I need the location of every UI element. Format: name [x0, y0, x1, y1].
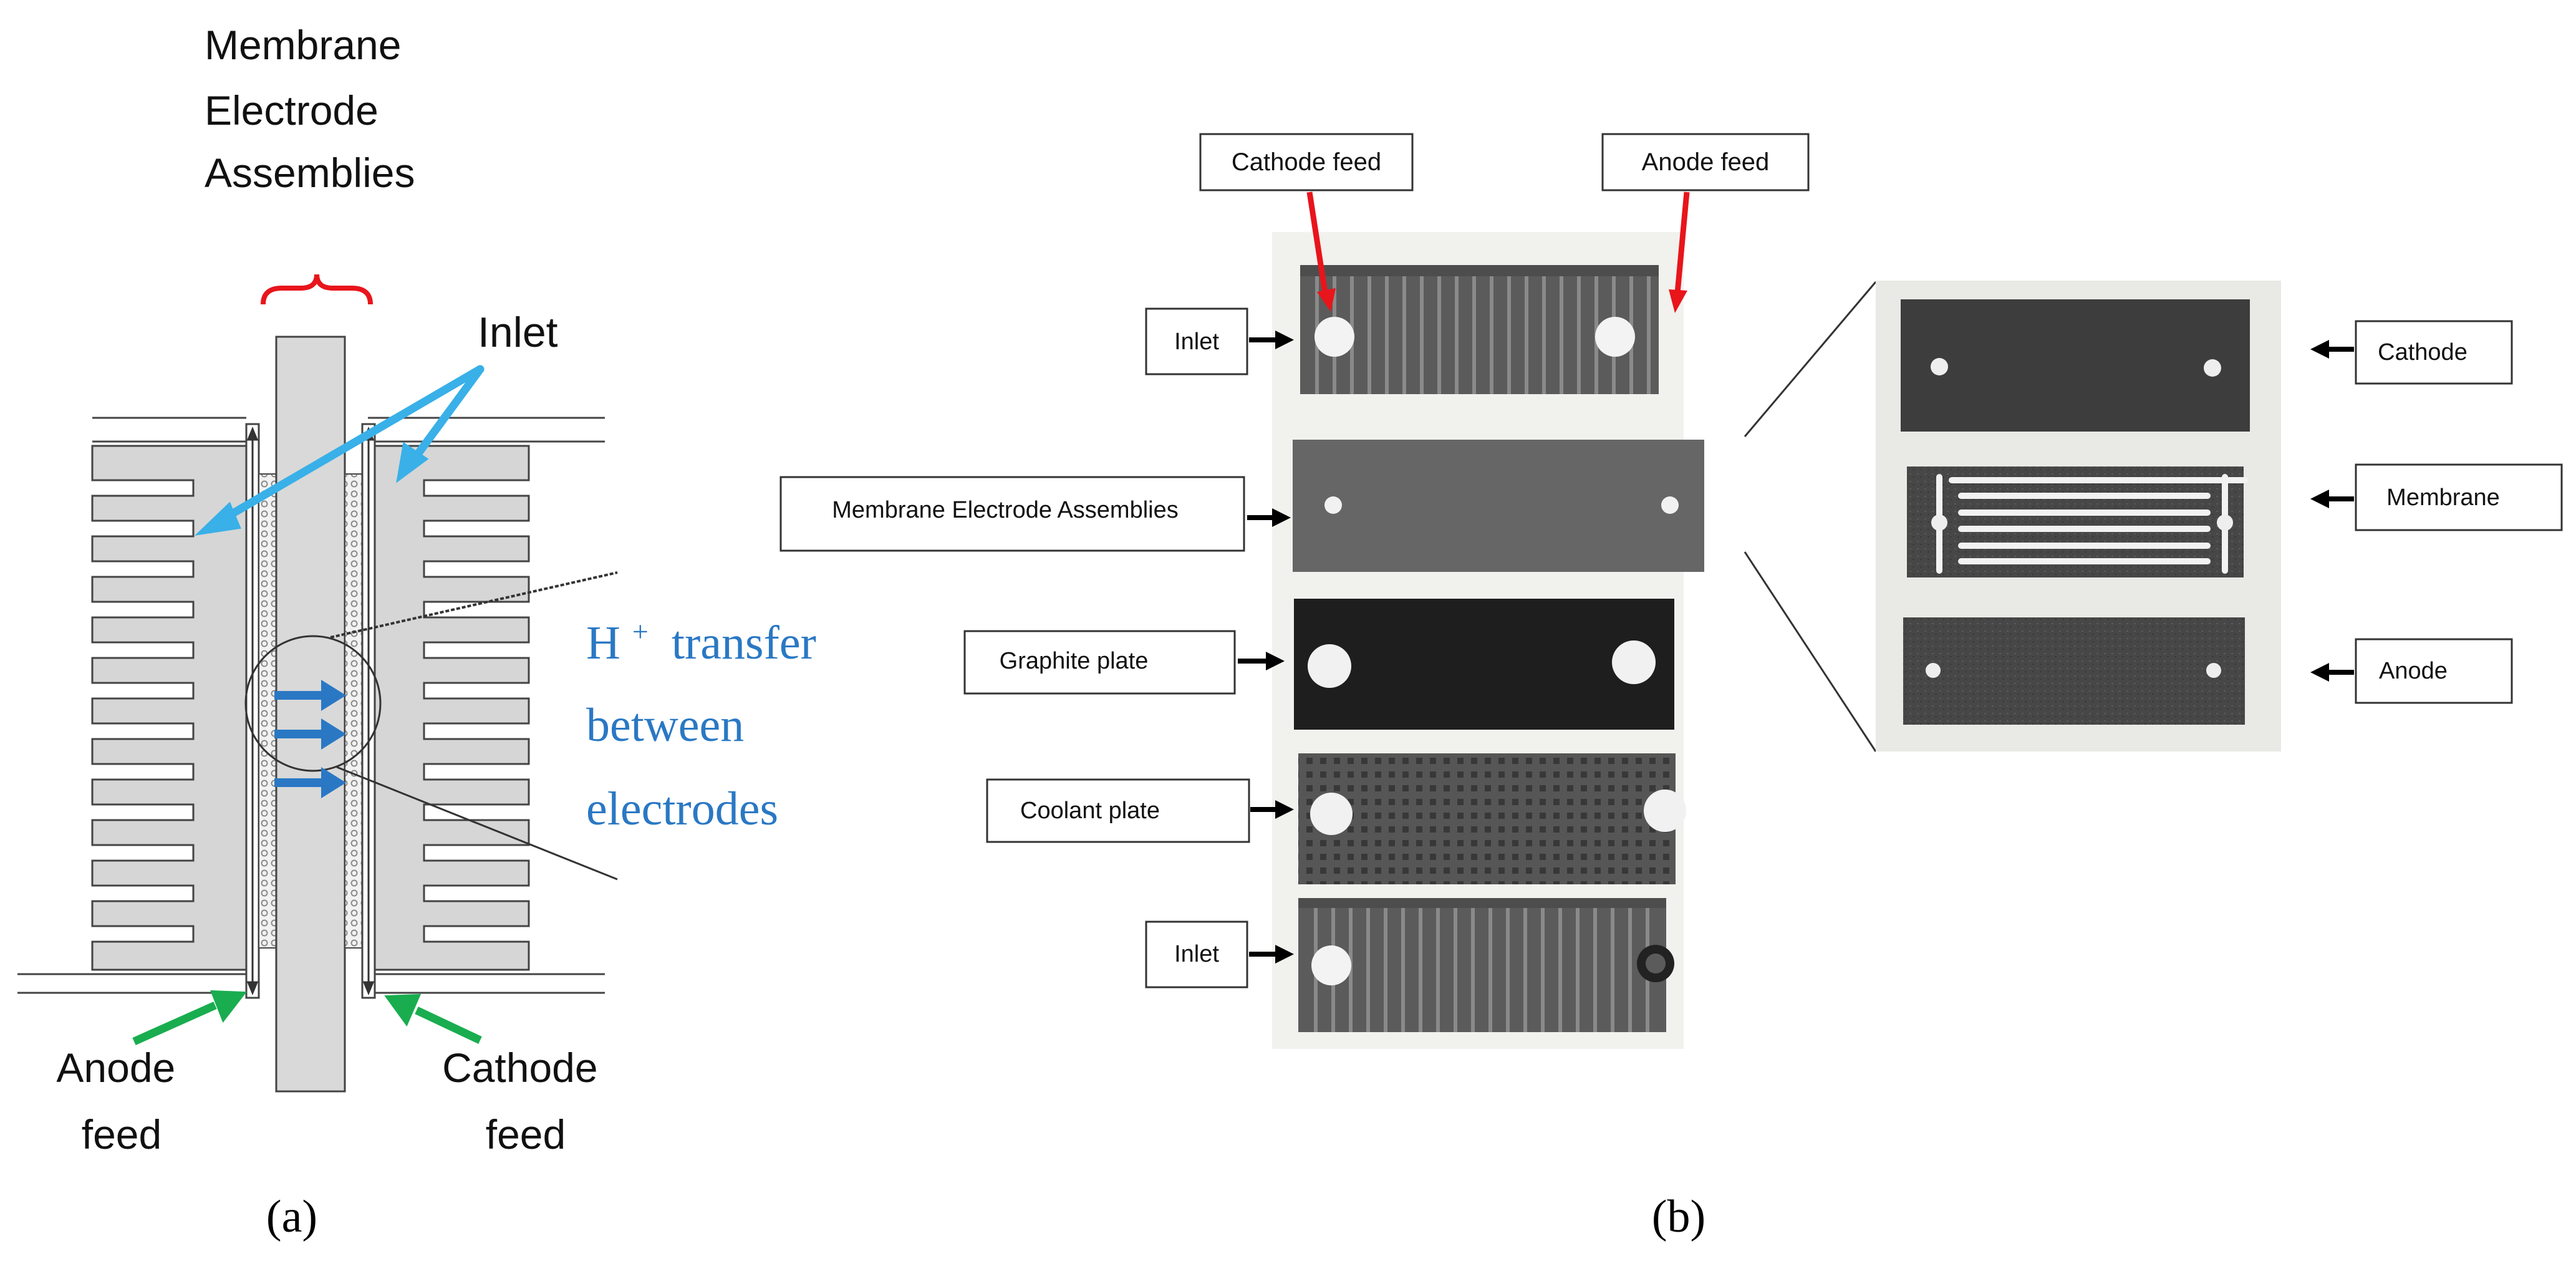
expand-line-upper: [1744, 281, 1877, 437]
anode-flow-plate: [91, 445, 248, 971]
stack-label-graphite: Graphite plate: [1000, 648, 1149, 674]
panel-a: Membrane Electrode Assemblies: [17, 22, 828, 1242]
inlet-arrows: [195, 365, 485, 536]
anode-feed-top-label: Anode feed: [1642, 148, 1770, 176]
cathode-feed-callout: Cathode feed: [1199, 133, 1414, 312]
caption-b: (b): [1652, 1191, 1705, 1242]
cathode-feed-line-2: feed: [486, 1111, 566, 1157]
mea-bracket: [261, 274, 373, 305]
stack-label-inlet-top: Inlet: [1174, 329, 1219, 355]
inlet-plate-bottom: [1298, 898, 1674, 1032]
detail-label-1: Cathode: [2310, 320, 2513, 385]
cathode-feed-line-1: Cathode: [442, 1045, 598, 1091]
proton-arrows: [274, 680, 346, 798]
cathode-feed-top-label: Cathode feed: [1232, 148, 1381, 176]
detail-label-2: Membrane: [2310, 463, 2563, 531]
caption-a: (a): [266, 1191, 317, 1242]
zoom-line-lower: [336, 766, 618, 881]
frame-lines: [17, 417, 605, 994]
inlet-label: Inlet: [478, 309, 558, 356]
stack-label-coolant: Coolant plate: [1020, 798, 1160, 824]
membrane-plate: [275, 336, 346, 1093]
expand-line-lower: [1744, 551, 1877, 752]
detail-label-cathode: Cathode: [2378, 339, 2467, 365]
mea-title-line-2: Electrode: [205, 87, 379, 133]
stack-label-inlet-bottom: Inlet: [1174, 941, 1219, 967]
stack-label-4: Coolant plate: [986, 778, 1294, 843]
stack-label-1: Inlet: [1145, 307, 1294, 375]
zoom-line-upper: [330, 571, 618, 639]
anode-feed-callout: Anode feed: [1601, 133, 1810, 313]
cathode-feed-label: Cathode feed: [442, 1045, 609, 1157]
proton-line-1: transfer: [672, 617, 816, 669]
detail-cathode-layer: [1901, 299, 2250, 432]
proton-line-2: between: [586, 699, 744, 751]
anode-feed-label: Anode feed: [56, 1045, 186, 1157]
graphite-plate: [1294, 599, 1674, 730]
proton-transfer-text: H + transfer between electrodes: [586, 599, 828, 835]
anode-feed-line-2: feed: [82, 1111, 162, 1157]
proton-symbol: H: [586, 617, 620, 669]
detail-label-membrane: Membrane: [2386, 485, 2500, 511]
mea-title-line-3: Assemblies: [205, 150, 415, 196]
coolant-plate: [1298, 753, 1686, 884]
stack-label-2: Membrane Electrode Assemblies: [779, 476, 1291, 552]
inlet-plate-top: [1300, 265, 1659, 394]
detail-membrane-layer: [1907, 466, 2248, 577]
detail-anode-layer: [1903, 617, 2245, 725]
panel-b: Cathode feed Anode feed Inlet Membrane E…: [779, 133, 2563, 1242]
stack-label-5: Inlet: [1145, 920, 1294, 988]
cathode-electrode: [344, 473, 363, 949]
stack-label-mea: Membrane Electrode Assemblies: [832, 497, 1178, 523]
feed-arrows: [132, 990, 482, 1045]
mea-title: Membrane Electrode Assemblies: [205, 22, 415, 196]
anode-electrode: [258, 473, 277, 949]
anode-feed-line-1: Anode: [56, 1045, 175, 1091]
proton-superscript: +: [632, 616, 649, 647]
stack-label-3: Graphite plate: [963, 630, 1285, 695]
zoom-circle: [244, 635, 382, 772]
mea-plate: [1293, 440, 1704, 572]
cathode-flow-plate: [367, 445, 530, 971]
flow-arrows: [246, 427, 375, 995]
detail-label-3: Anode: [2310, 638, 2513, 704]
detail-label-anode: Anode: [2379, 658, 2448, 684]
proton-line-3: electrodes: [586, 783, 778, 835]
mea-title-line-1: Membrane: [205, 22, 401, 68]
